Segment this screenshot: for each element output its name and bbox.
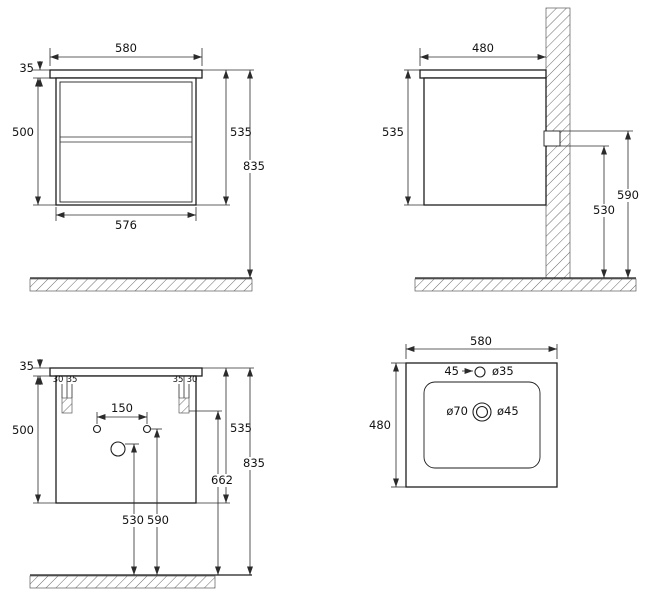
basin-top-view: 580 480 45 ø35 ø70 ø45 (369, 334, 558, 488)
dim-height-with-top-535: 535 (196, 69, 254, 206)
dim-label-right-offset: 30 (187, 375, 198, 385)
dim-total-height-835: 835 (241, 70, 267, 278)
dim-label-height-with-top-side: 535 (382, 125, 404, 139)
mounting-view: 30 35 35 30 150 35 500 (12, 359, 267, 589)
dim-label-inner-width: 576 (115, 218, 137, 232)
dim-total-height-835-mount: 835 (241, 368, 267, 575)
dim-label-tap-hole: ø35 (492, 364, 514, 378)
cabinet-body-mount (55, 375, 197, 504)
wall-bracket (543, 130, 561, 147)
dim-top-thickness-35-mount: 35 (19, 359, 50, 385)
dim-label-body-height-mount: 500 (12, 423, 34, 437)
floor-hatch (29, 278, 253, 292)
floor-hatch (414, 278, 637, 292)
label-background (209, 474, 235, 487)
dim-body-height-500: 500 (12, 78, 56, 206)
mount-hole-left (92, 424, 102, 434)
dim-label-width: 580 (115, 41, 137, 55)
dim-label-total-height-mount: 835 (243, 456, 265, 470)
mount-bracket-left (61, 397, 73, 414)
dim-label-upper-mount: 590 (617, 188, 639, 202)
dim-label-total-height: 835 (243, 159, 265, 173)
label-background (241, 457, 267, 470)
label-background (121, 514, 146, 527)
countertop-side (419, 69, 547, 79)
dim-label-drain-height: 662 (211, 473, 233, 487)
dim-label-hole-spacing: 150 (111, 401, 133, 415)
mount-bracket-right (178, 397, 190, 414)
basin-bowl (423, 381, 541, 469)
dim-basin-width-580: 580 (405, 334, 558, 359)
dim-width-580: 580 (49, 41, 203, 66)
dim-label-left-offset: 30 (53, 375, 64, 385)
dim-drain-height-662: 662 (189, 410, 235, 575)
dim-top-thickness-35: 35 (19, 61, 50, 87)
dim-label-tap-offset: 45 (444, 364, 459, 378)
dim-height-with-top-535-side: 535 (382, 69, 424, 206)
dim-label-body-height: 500 (12, 125, 34, 139)
dim-label-depth: 480 (472, 41, 494, 55)
dim-label-basin-depth: 480 (369, 418, 391, 432)
floor-symbol-mount (29, 574, 252, 589)
drain-circle (475, 405, 489, 419)
dim-tap-offset-45: 45 ø35 (444, 364, 513, 378)
dim-label-mount-590: 590 (147, 513, 169, 527)
drain-hole (110, 441, 126, 457)
dim-drain-diameters: ø70 ø45 (446, 404, 518, 418)
label-background (146, 514, 171, 527)
tap-hole (474, 366, 486, 378)
front-view: 580 35 500 535 835 (12, 41, 267, 292)
dim-body-height-500-mount: 500 (12, 376, 56, 504)
countertop-front (49, 69, 203, 79)
dim-label-mount-530: 530 (122, 513, 144, 527)
label-background (615, 189, 641, 202)
dim-label-drain: ø45 (497, 404, 519, 418)
dim-basin-depth-480: 480 (369, 362, 406, 488)
mount-hole-right (142, 424, 152, 434)
floor-symbol (29, 277, 253, 292)
dim-inner-width-576: 576 (55, 207, 197, 232)
cabinet-body-side (423, 77, 547, 206)
dim-label-lower-mount: 530 (593, 203, 615, 217)
dim-lower-mount-530: 530 (560, 145, 617, 278)
dim-label-top-thickness-mount: 35 (19, 359, 34, 373)
label-background (591, 204, 617, 217)
dim-label-height-with-top: 535 (230, 125, 252, 139)
dim-depth-480: 480 (419, 41, 546, 66)
dim-label-left-bracket: 35 (67, 375, 78, 385)
label-background (241, 160, 267, 173)
floor-hatch (29, 575, 216, 589)
side-view: 480 535 590 530 (382, 7, 641, 292)
dim-hole-spacing-150: 150 (96, 401, 148, 424)
dim-upper-mount-590: 590 (560, 130, 641, 278)
dim-label-overflow: ø70 (446, 404, 468, 418)
dim-label-height-with-top-mount: 535 (230, 421, 252, 435)
dim-mount-height-590: 590 (146, 428, 171, 575)
dim-label-top-thickness: 35 (19, 61, 34, 75)
dim-label-basin-width: 580 (470, 334, 492, 348)
floor-symbol-side (414, 277, 637, 292)
dim-mount-height-530: 530 (121, 443, 146, 575)
dim-label-right-bracket: 35 (173, 375, 184, 385)
